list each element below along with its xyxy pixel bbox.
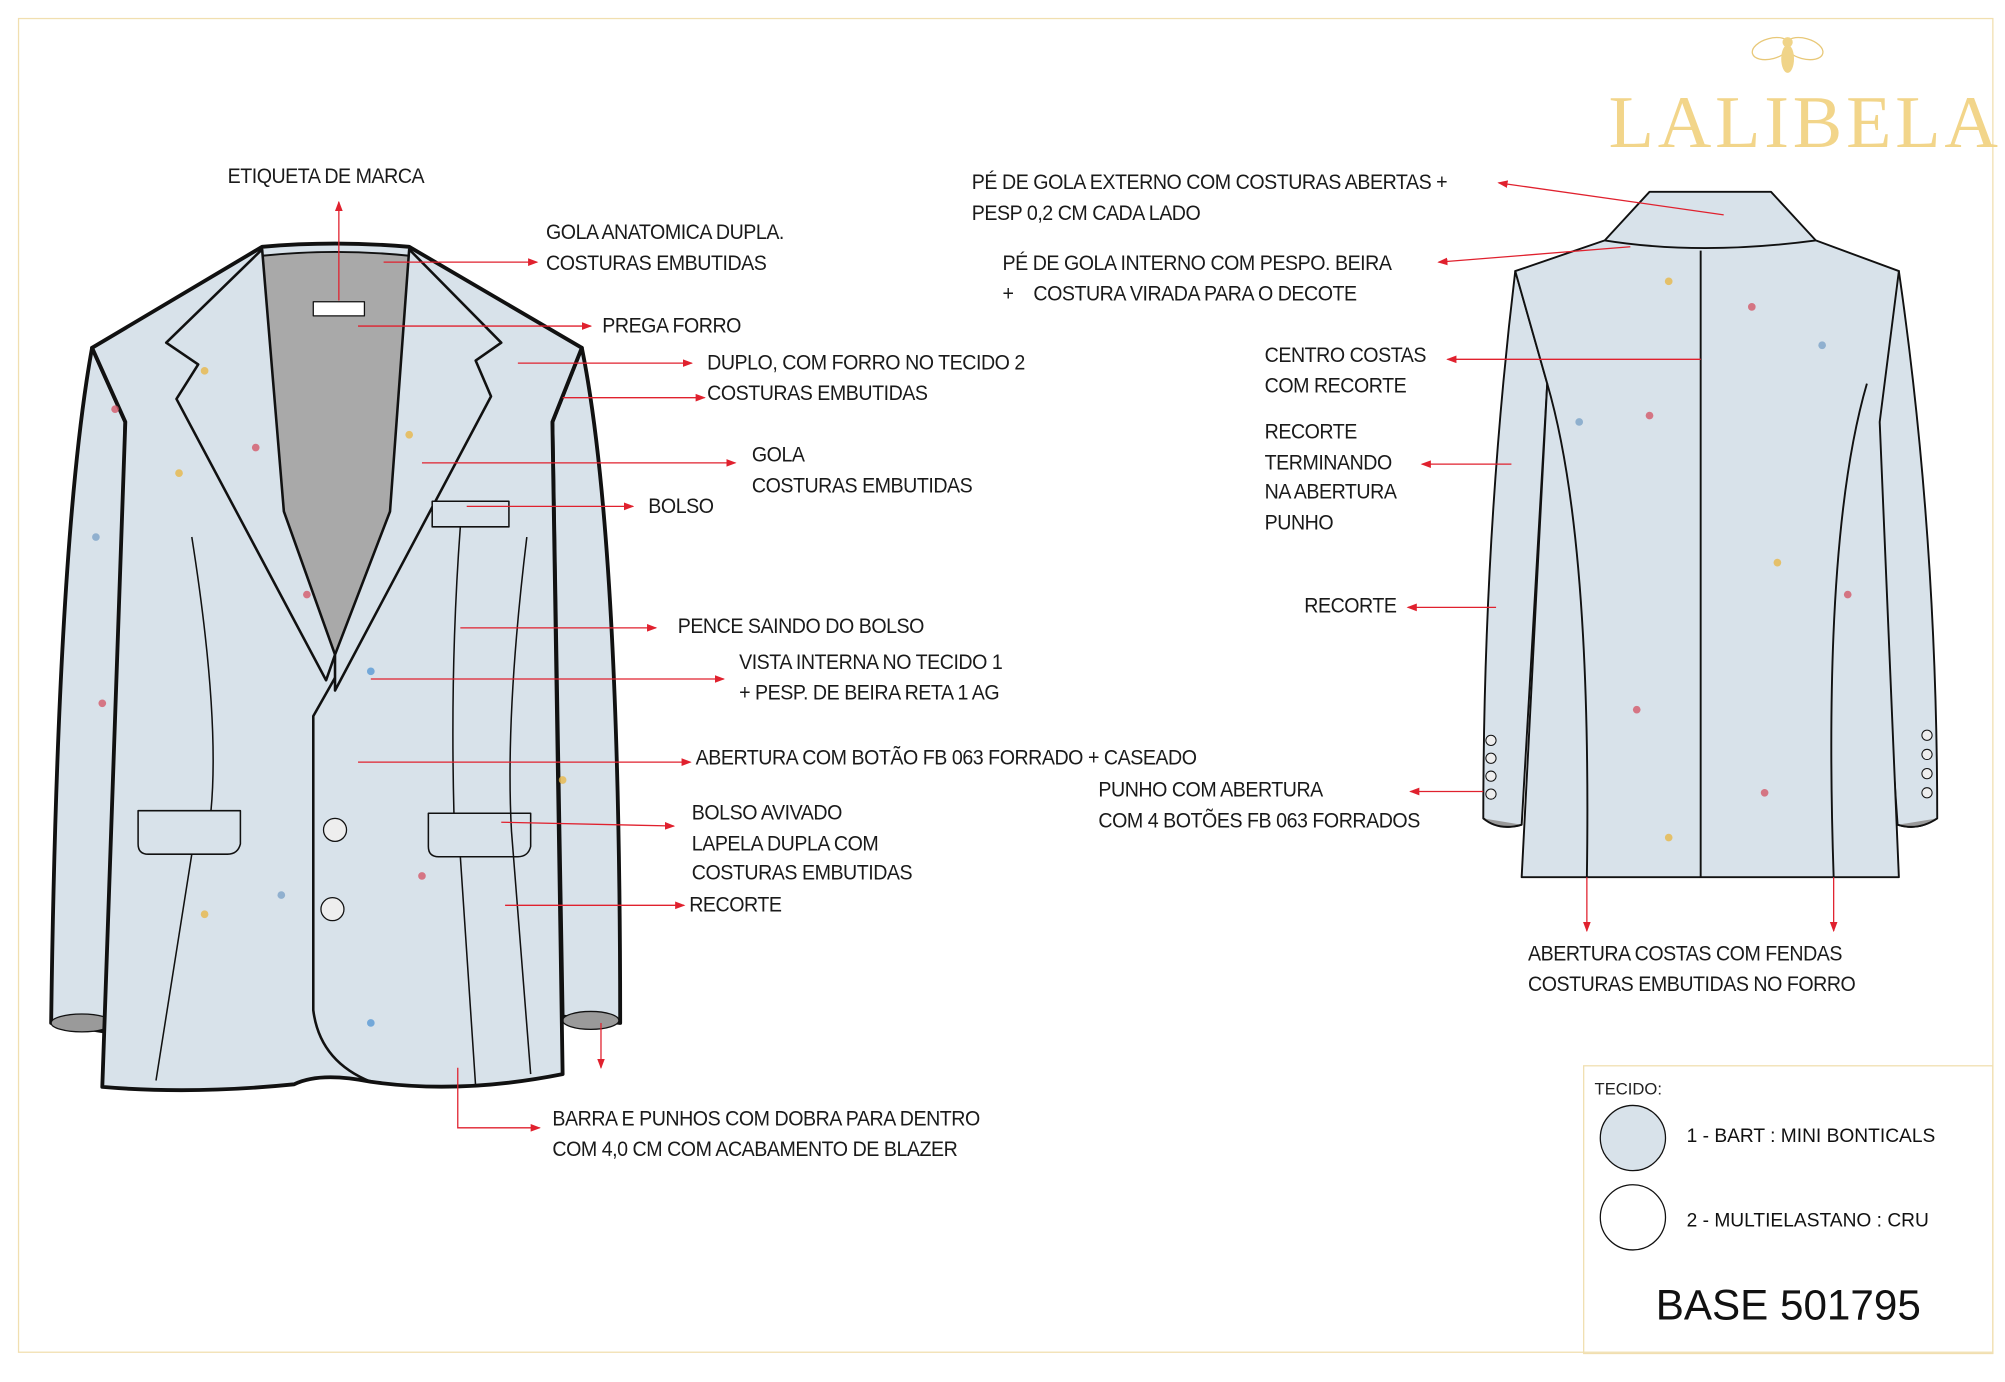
label-pe-gola-externo: PÉ DE GOLA EXTERNO COM COSTURAS ABERTAS … xyxy=(971,171,1448,225)
label-recorte-back: RECORTE xyxy=(1304,594,1397,618)
label-pe-gola-interno: PÉ DE GOLA INTERNO COM PESPO. BEIRA+ COS… xyxy=(1002,251,1392,305)
label-pence: PENCE SAINDO DO BOLSO xyxy=(677,615,925,639)
fabric-legend: TECIDO: 1 - BART : MINI BONTICALS 2 - MU… xyxy=(1583,1065,1994,1355)
label-etiqueta-de-marca: ETIQUETA DE MARCA xyxy=(227,164,425,188)
bee-icon xyxy=(1751,36,1824,73)
brand-logo: LALIBELA xyxy=(1608,80,2002,164)
legend-title: TECIDO: xyxy=(1594,1079,1662,1099)
label-duplo: DUPLO, COM FORRO NO TECIDO 2 xyxy=(707,351,1025,375)
front-button xyxy=(320,897,345,922)
back-body xyxy=(1514,190,1900,879)
front-left-sleeve xyxy=(49,345,128,1036)
label-abertura-botao: ABERTURA COM BOTÃO FB 063 FORRADO + CASE… xyxy=(695,746,1197,770)
fabric-2-swatch xyxy=(1599,1184,1667,1251)
label-vista-interna: VISTA INTERNA NO TECIDO 1+ PESP. DE BEIR… xyxy=(739,650,1003,704)
label-recorte-front: RECORTE xyxy=(689,893,782,917)
label-prega-forro: PREGA FORRO xyxy=(602,314,741,338)
front-jacket xyxy=(49,241,623,1093)
label-bolso: BOLSO xyxy=(648,494,714,518)
label-costuras-embutidas: COSTURAS EMBUTIDAS xyxy=(707,382,928,406)
front-button xyxy=(322,817,348,843)
right-lapel xyxy=(333,248,503,692)
fabric-1-label: 1 - BART : MINI BONTICALS xyxy=(1686,1125,1936,1147)
fabric-print xyxy=(92,366,567,1027)
page-frame xyxy=(17,17,1994,1353)
base-code: BASE 501795 xyxy=(1655,1281,1921,1329)
back-jacket xyxy=(1482,190,1939,879)
callout-arrows xyxy=(335,180,1838,1132)
fabric-1-swatch xyxy=(1599,1104,1667,1172)
fabric-2-label: 2 - MULTIELASTANO : CRU xyxy=(1686,1209,1929,1232)
front-right-sleeve xyxy=(550,345,623,1025)
label-gola-anatomica: GOLA ANATOMICA DUPLA.COSTURAS EMBUTIDAS xyxy=(546,221,784,275)
left-lapel xyxy=(164,248,337,682)
